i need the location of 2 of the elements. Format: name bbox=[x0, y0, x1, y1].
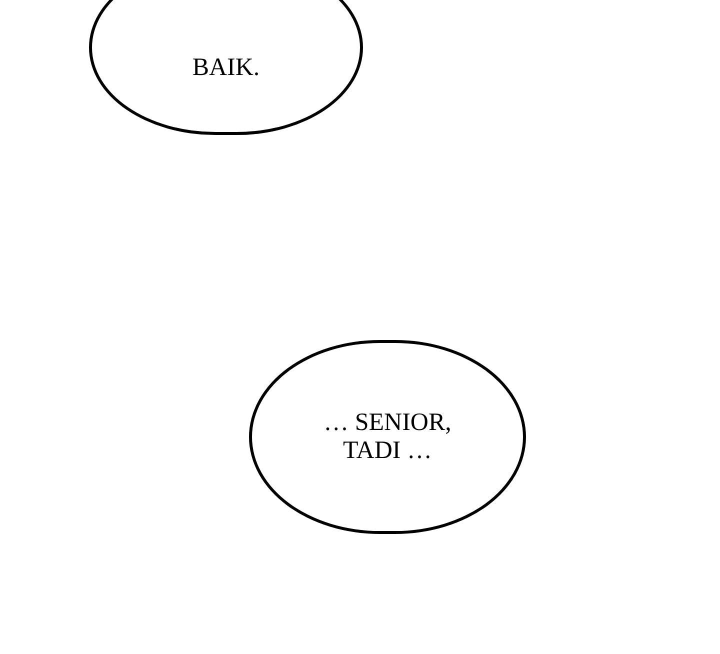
dialogue-text: … SENIOR, TADI … bbox=[322, 409, 452, 465]
dialogue-text: BAIK. bbox=[192, 54, 260, 82]
